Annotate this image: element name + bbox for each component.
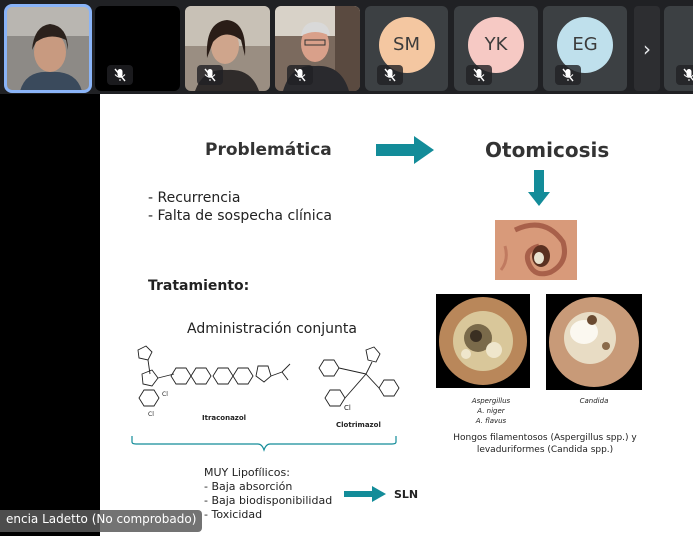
aspergillus-caption: Aspergillus A. niger A. flavus [456,396,526,426]
slide-title-otomicosis: Otomicosis [485,138,610,162]
curly-brace [131,436,397,452]
svg-text:Cl: Cl [162,391,168,398]
participant-strip: SM YK EG › [0,0,693,94]
lipofilicos-text: MUY Lipofílicos: - Baja absorción - Baja… [204,466,333,521]
speaker-video-area [0,94,100,536]
svg-text:Cl: Cl [344,404,351,412]
tratamiento-heading: Tratamiento: [148,278,250,294]
participant-tile-4[interactable] [275,6,360,91]
bullet-recurrencia: - Recurrencia [148,190,241,206]
avatar: EG [557,16,613,73]
ear-photo [495,220,577,280]
arrow-right-icon [376,136,434,164]
next-participants-button[interactable]: › [634,6,660,91]
mic-off-icon [107,65,133,85]
clotrimazol-label: Clotrimazol [336,421,381,429]
avatar: YK [468,16,524,73]
speaker-name-tag: encia Ladetto (No comprobado) [0,510,203,532]
mic-off-icon [676,65,693,85]
caption-line: A. flavus [475,417,507,425]
caption-line: Aspergillus [471,397,511,405]
participant-video-1 [6,6,90,91]
itraconazol-structure: Cl Cl [137,345,291,418]
participant-tile-5[interactable]: SM [365,6,448,91]
bullet-sospecha: - Falta de sospecha clínica [148,208,332,224]
participant-video-4 [275,6,360,91]
otoscopy-candida-photo [546,294,642,390]
administracion-heading: Administración conjunta [187,321,357,337]
arrow-down-icon [528,170,550,206]
itraconazol-label: Itraconazol [202,414,247,422]
mic-off-icon [377,65,403,85]
participant-tile-2[interactable] [95,6,180,91]
otoscopy-aspergillus-photo [436,294,530,388]
participant-tile-6[interactable]: YK [454,6,538,91]
clotrimazol-structure: Cl [318,346,400,412]
avatar: SM [378,16,435,73]
caption-line: A. niger [477,407,505,415]
shared-slide: Problemática Otomicosis - Recurrencia - … [100,94,693,536]
sln-label: SLN [394,488,419,501]
mic-off-icon [197,65,223,85]
mic-off-icon [287,65,313,85]
slide-title-problematica: Problemática [205,140,332,160]
mic-off-icon [555,65,581,85]
participant-tile-1[interactable] [4,4,92,93]
participant-tile-8[interactable] [664,6,693,91]
hongos-caption: Hongos filamentosos (Aspergillus spp.) y… [453,433,637,455]
participant-tile-3[interactable] [185,6,270,91]
mic-off-icon [466,65,492,85]
participant-tile-7[interactable]: EG [543,6,627,91]
candida-caption: Candida [579,397,609,405]
arrow-right-icon [344,486,386,502]
svg-text:Cl: Cl [148,411,154,418]
